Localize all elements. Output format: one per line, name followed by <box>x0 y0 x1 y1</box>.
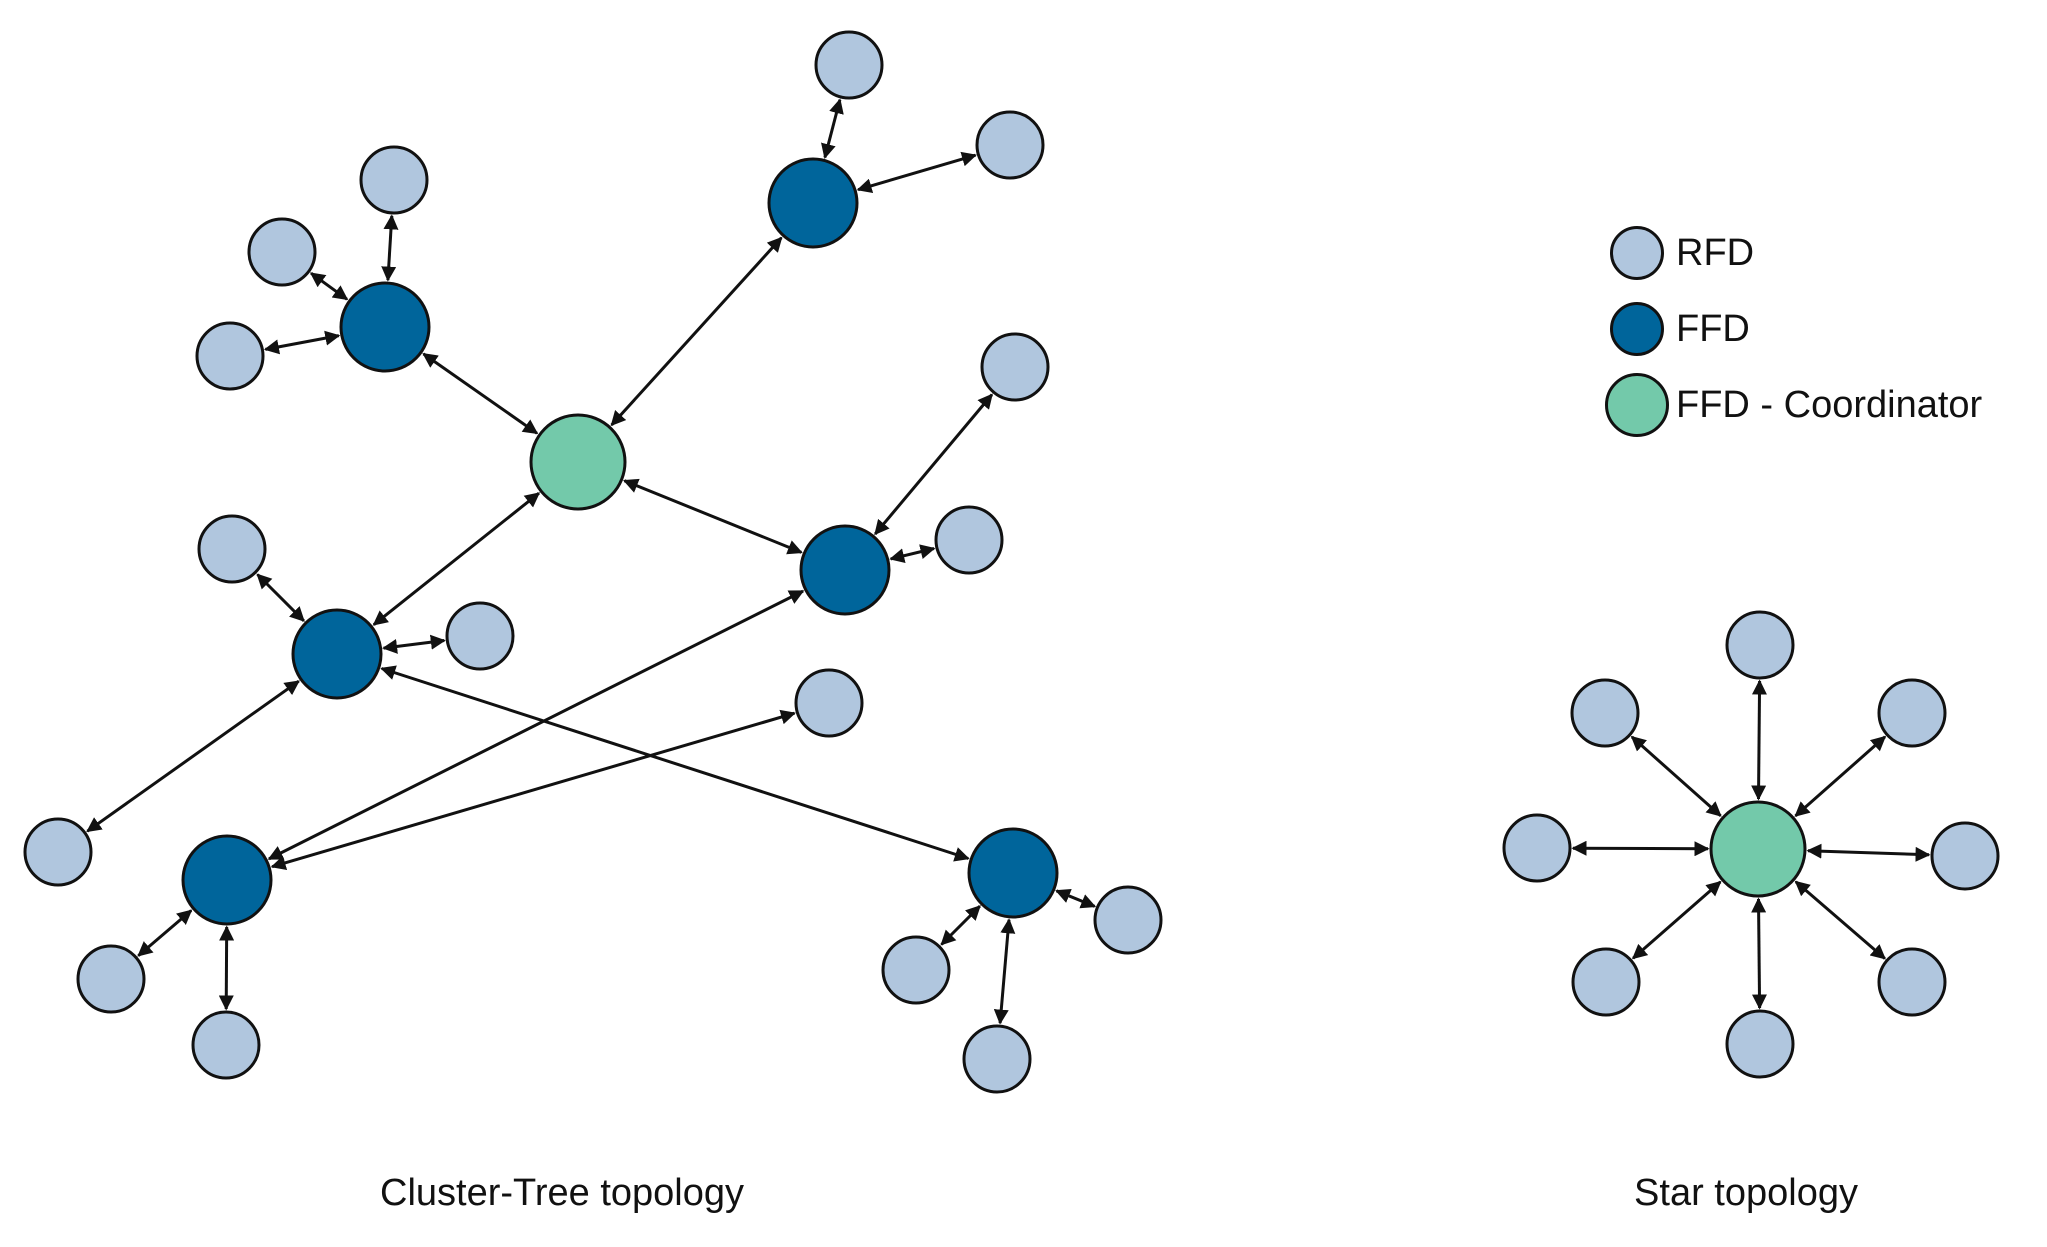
nodes-layer <box>23 30 2000 1094</box>
star-rfd-node <box>1570 678 1640 748</box>
legend-label-ffd: FFD <box>1676 307 1750 350</box>
star-link-arrow <box>1630 735 1722 817</box>
star-rfd-node <box>1571 947 1641 1017</box>
cluster-tree-ffd-node <box>291 608 383 700</box>
cluster-tree-link-arrow <box>270 709 796 871</box>
star-rfd-node <box>1877 947 1947 1017</box>
cluster-tree-link-arrow <box>1055 888 1097 909</box>
ffd-node-icon <box>1610 302 1664 356</box>
cluster-tree-rfd-node <box>794 668 864 738</box>
star-rfd-node <box>1725 1009 1795 1079</box>
cluster-tree-link-arrow <box>381 214 399 282</box>
cluster-tree-link-arrow <box>856 151 977 194</box>
cluster-tree-rfd-node <box>445 601 515 671</box>
legend-label-coordinator: FFD - Coordinator <box>1676 383 1983 426</box>
cluster-tree-link-arrow <box>610 236 783 427</box>
legend-item-coordinator: FFD - Coordinator <box>1605 367 1983 443</box>
cluster-tree-link-arrow <box>372 492 541 626</box>
star-link-arrow <box>1631 880 1722 960</box>
star-link-arrow <box>1751 679 1767 801</box>
star-rfd-node <box>1502 813 1572 883</box>
star-coordinator-node <box>1709 800 1807 898</box>
star-caption: Star topology <box>1634 1172 1858 1214</box>
cluster-tree-ffd-node <box>181 834 273 926</box>
star-rfd-node <box>1877 678 1947 748</box>
cluster-tree-rfd-node <box>814 30 884 100</box>
edges-layer <box>86 98 1931 1025</box>
star-link-arrow <box>1751 897 1767 1010</box>
cluster-tree-rfd-node <box>23 817 93 887</box>
cluster-tree-ffd-node <box>767 157 859 249</box>
cluster-tree-rfd-node <box>980 332 1050 402</box>
cluster-tree-link-arrow <box>218 925 235 1011</box>
rfd-node-icon <box>1610 226 1664 280</box>
cluster-tree-rfd-node <box>195 321 265 391</box>
cluster-tree-rfd-node <box>191 1010 261 1080</box>
cluster-tree-rfd-node <box>881 935 951 1005</box>
cluster-tree-link-arrow <box>422 352 539 435</box>
cluster-tree-coordinator-node <box>529 413 627 511</box>
cluster-tree-rfd-node <box>962 1024 1032 1094</box>
cluster-tree-link-arrow <box>889 544 936 564</box>
cluster-tree-rfd-node <box>359 145 429 215</box>
cluster-tree-link-arrow <box>86 679 300 833</box>
star-link-arrow <box>1571 840 1710 857</box>
cluster-tree-link-arrow <box>382 634 446 654</box>
cluster-tree-ffd-node <box>967 827 1059 919</box>
cluster-tree-link-arrow <box>623 478 803 555</box>
cluster-tree-link-arrow <box>263 330 341 355</box>
cluster-tree-link-arrow <box>940 905 981 946</box>
cluster-tree-rfd-node <box>934 505 1004 575</box>
star-rfd-node <box>1930 821 2000 891</box>
cluster-tree-rfd-node <box>247 217 317 287</box>
cluster-tree-link-arrow <box>380 665 970 862</box>
cluster-tree-link-arrow <box>256 573 305 622</box>
cluster-tree-link-arrow <box>993 918 1016 1025</box>
legend: RFD FFD FFD - Coordinator <box>1605 215 1983 443</box>
cluster-tree-link-arrow <box>874 393 994 536</box>
cluster-tree-caption: Cluster-Tree topology <box>380 1172 744 1214</box>
coordinator-node-icon <box>1605 373 1669 437</box>
cluster-tree-rfd-node <box>76 944 146 1014</box>
cluster-tree-rfd-node <box>197 514 267 584</box>
cluster-tree-link-arrow <box>309 271 349 301</box>
cluster-tree-ffd-node <box>339 281 431 373</box>
cluster-tree-rfd-node <box>1093 885 1163 955</box>
cluster-tree-link-arrow <box>137 909 193 957</box>
legend-label-rfd: RFD <box>1676 231 1755 274</box>
cluster-tree-rfd-node <box>975 110 1045 180</box>
star-link-arrow <box>1794 735 1887 818</box>
star-rfd-node <box>1725 610 1795 680</box>
star-link-arrow <box>1806 843 1931 862</box>
cluster-tree-ffd-node <box>799 524 891 616</box>
cluster-tree-link-arrow <box>821 98 844 159</box>
star-link-arrow <box>1794 880 1886 960</box>
legend-item-ffd: FFD <box>1610 291 1982 367</box>
legend-item-rfd: RFD <box>1610 215 1982 291</box>
